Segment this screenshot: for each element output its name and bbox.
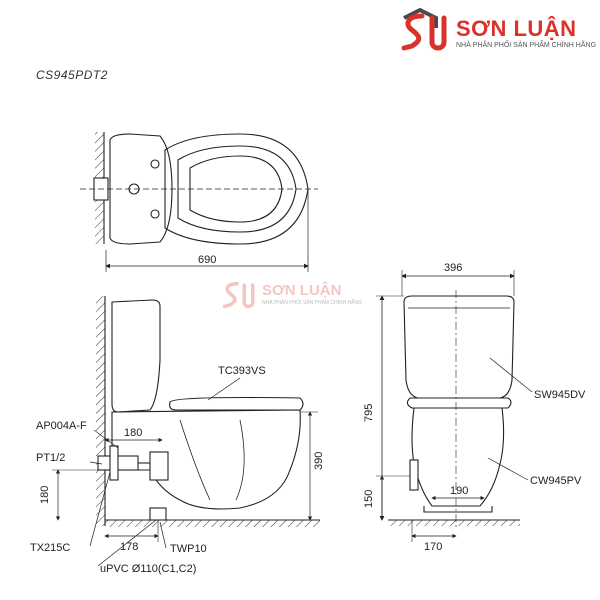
top-view — [80, 132, 318, 272]
brand-logo: SƠN LUẬN NHÀ PHÂN PHỐI SẢN PHẨM CHÍNH HÃ… — [398, 7, 598, 56]
watermark-tagline: NHÀ PHÂN PHỐI SẢN PHẨM CHÍNH HÃNG — [262, 300, 363, 306]
label-drain-pipe: uPVC Ø110(C1,C2) — [100, 563, 196, 575]
dim-floor-height: 180 — [39, 486, 51, 504]
label-bowl: CW945PV — [530, 475, 582, 487]
dim-outlet-height: 390 — [313, 452, 325, 470]
side-view — [52, 296, 320, 567]
label-supply-hose: TX215C — [30, 542, 70, 554]
label-angle-valve: AP004A-F — [36, 420, 87, 432]
label-flange: TWP10 — [170, 543, 207, 555]
watermark-monogram-icon — [222, 281, 255, 309]
dim-left-mount: 180 — [124, 427, 142, 439]
label-tank: SW945DV — [534, 389, 586, 401]
dim-height: 795 — [363, 404, 375, 422]
dim-inlet-height: 150 — [363, 490, 375, 508]
brand-name: SƠN LUẬN — [456, 16, 577, 41]
brand-tagline: NHÀ PHÂN PHỐI SẢN PHẨM CHÍNH HÃNG — [456, 42, 597, 49]
brand-monogram-icon — [401, 7, 447, 51]
model-code: CS945PDT2 — [36, 68, 108, 82]
dim-length: 690 — [198, 254, 216, 266]
watermark-name: SƠN LUẬN — [262, 282, 342, 299]
dim-rough-in: 178 — [120, 541, 138, 553]
label-pipe-thread: PT1/2 — [36, 452, 65, 464]
dim-base-width: 170 — [424, 541, 442, 553]
label-seat: TC393VS — [218, 365, 266, 377]
front-view — [376, 270, 533, 542]
dim-bolt-spacing: 190 — [450, 485, 468, 497]
dim-width: 396 — [444, 262, 462, 274]
